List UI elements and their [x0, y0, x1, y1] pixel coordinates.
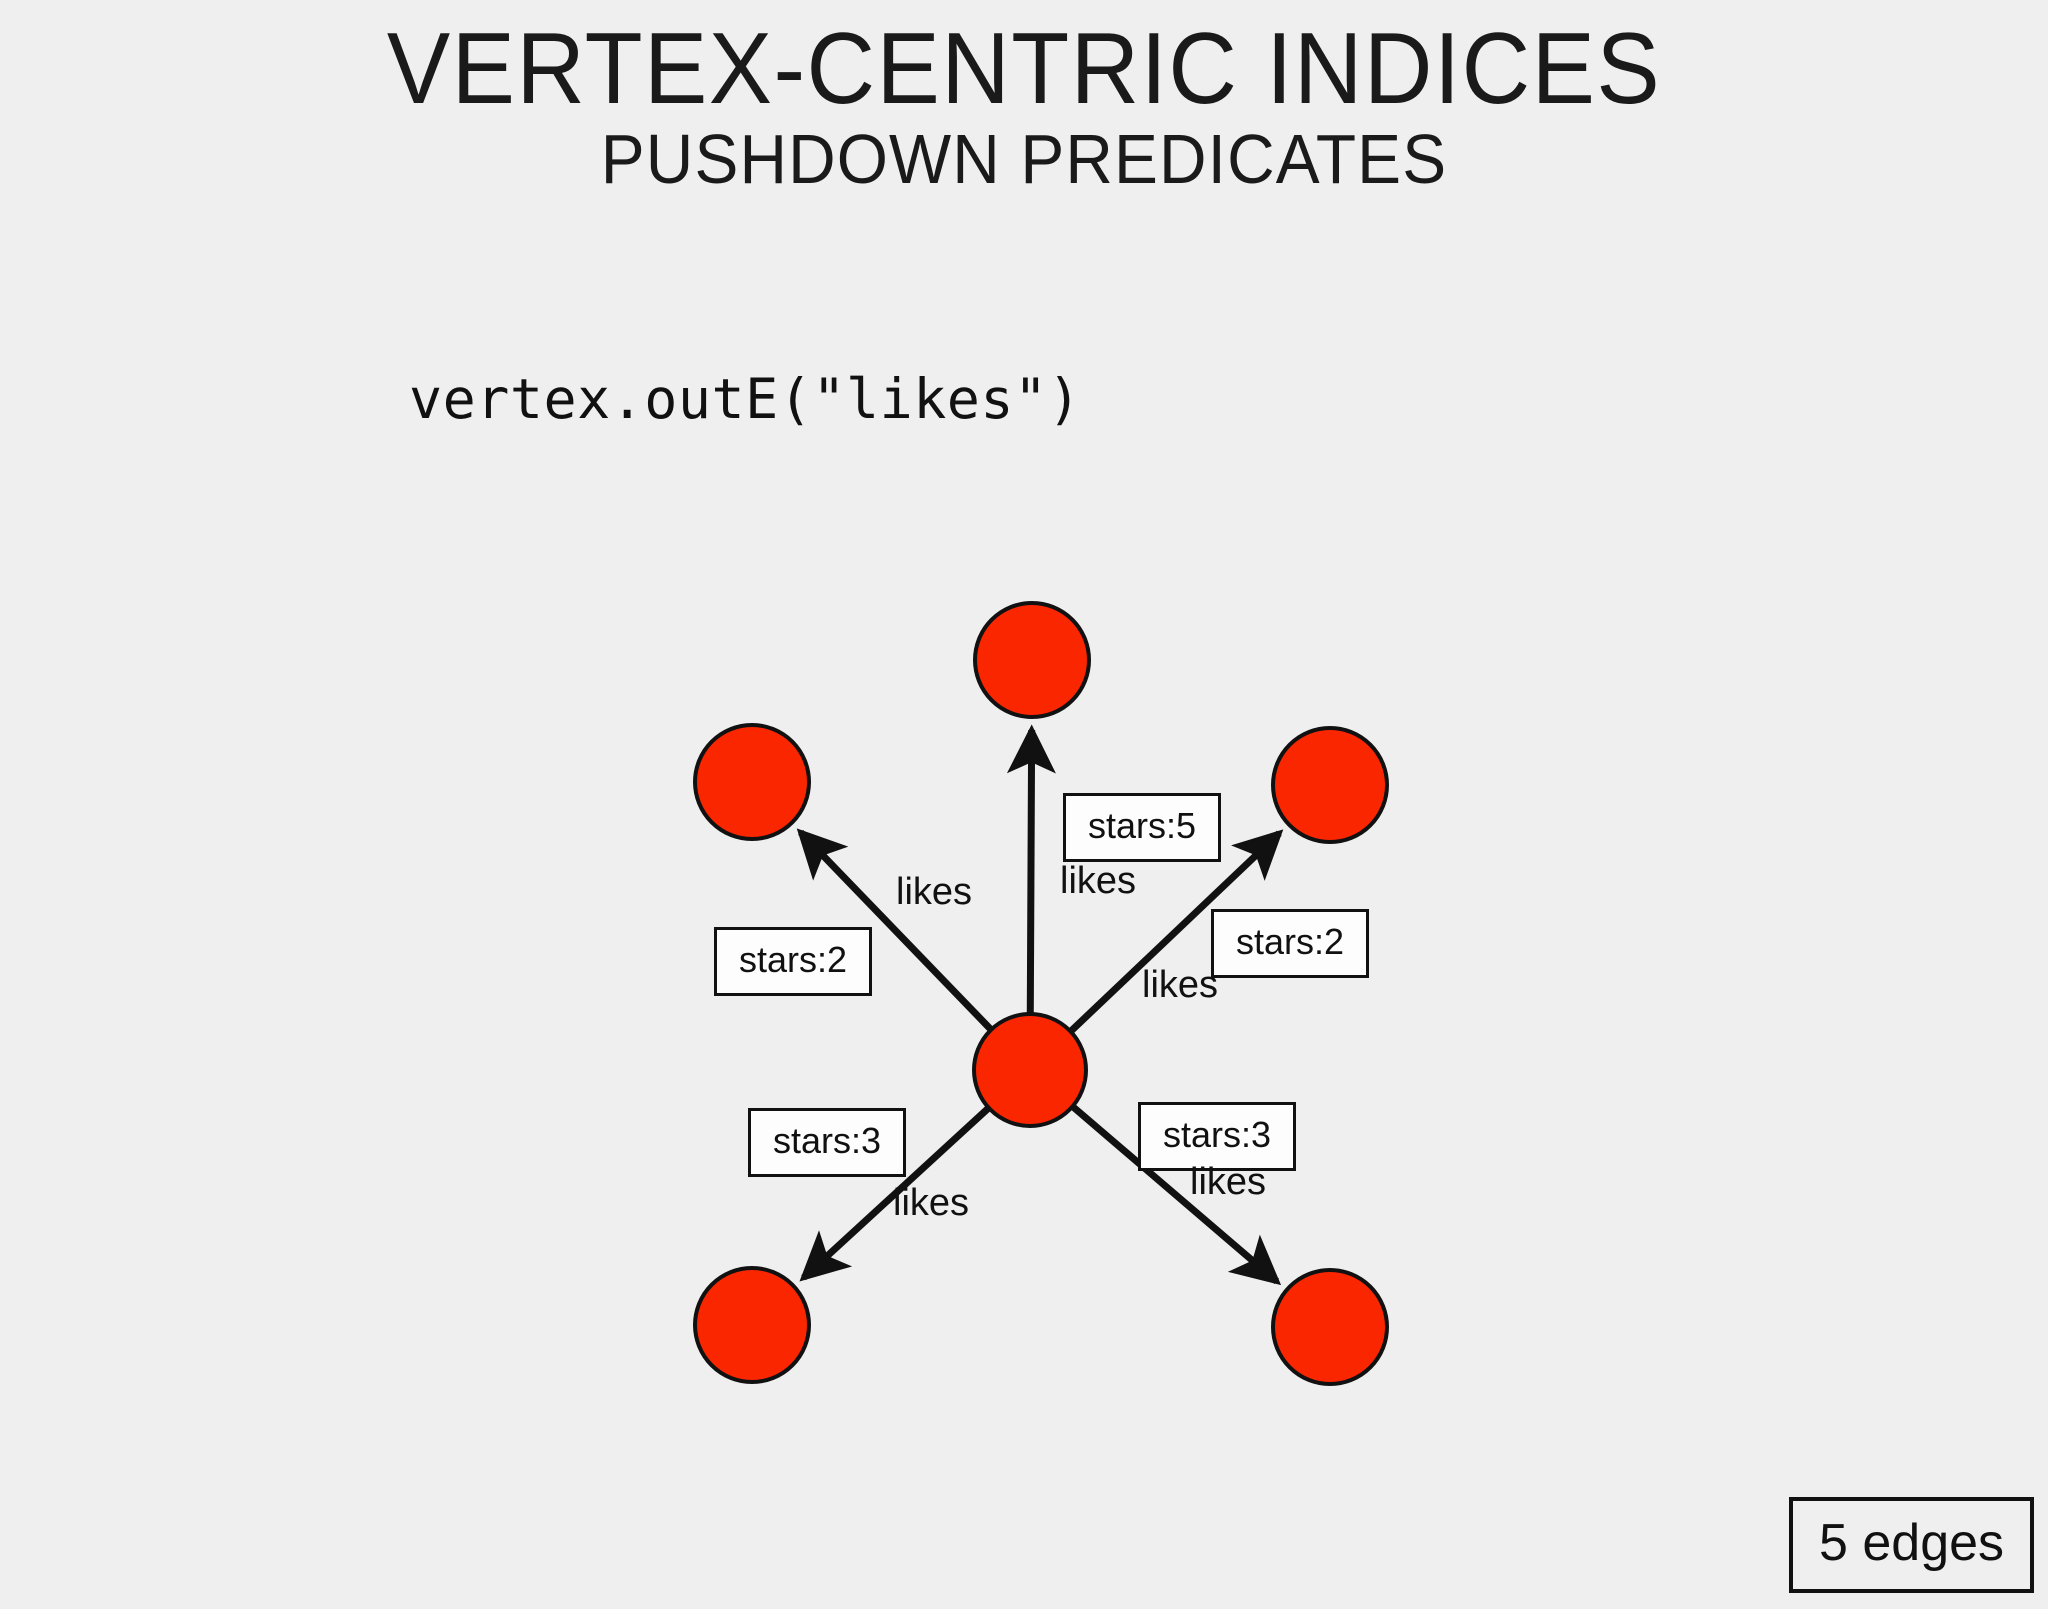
- graph-node-top: [973, 601, 1091, 719]
- graph-edge-e-lower-right: [1068, 1102, 1282, 1286]
- edge-count-badge: 5 edges: [1789, 1497, 2035, 1593]
- graph-node-lower-left: [693, 1266, 811, 1384]
- graph-node-lower-right: [1271, 1268, 1389, 1386]
- edge-property-box-lower-left: stars:3: [748, 1108, 907, 1177]
- graph-node-upper-right: [1271, 726, 1389, 844]
- edge-type-label-upper-left: likes: [896, 871, 973, 913]
- edge-layer: [796, 724, 1284, 1286]
- graph-edge-e-top: [1006, 724, 1056, 1017]
- graph-node-center: [972, 1012, 1088, 1128]
- edge-property-box-upper-left: stars:2: [714, 927, 873, 996]
- edge-type-label-lower-left: likes: [893, 1182, 970, 1224]
- edge-type-label-lower-right: likes: [1190, 1161, 1267, 1203]
- graph-edge-e-upper-right: [1066, 829, 1284, 1036]
- edge-property-box-lower-right: stars:3: [1138, 1102, 1297, 1171]
- code-expression: vertex.outE("likes"): [409, 367, 1082, 431]
- edge-property-box-top: stars:5: [1063, 793, 1222, 862]
- graph-edge-e-lower-left: [799, 1103, 993, 1282]
- edge-type-label-upper-right: likes: [1142, 964, 1219, 1006]
- edge-property-box-upper-right: stars:2: [1211, 909, 1370, 978]
- node-layer: [693, 601, 1389, 1386]
- graph-edge-e-upper-left: [796, 828, 996, 1034]
- graph-node-upper-left: [693, 723, 811, 841]
- edge-type-label-top: likes: [1060, 860, 1137, 902]
